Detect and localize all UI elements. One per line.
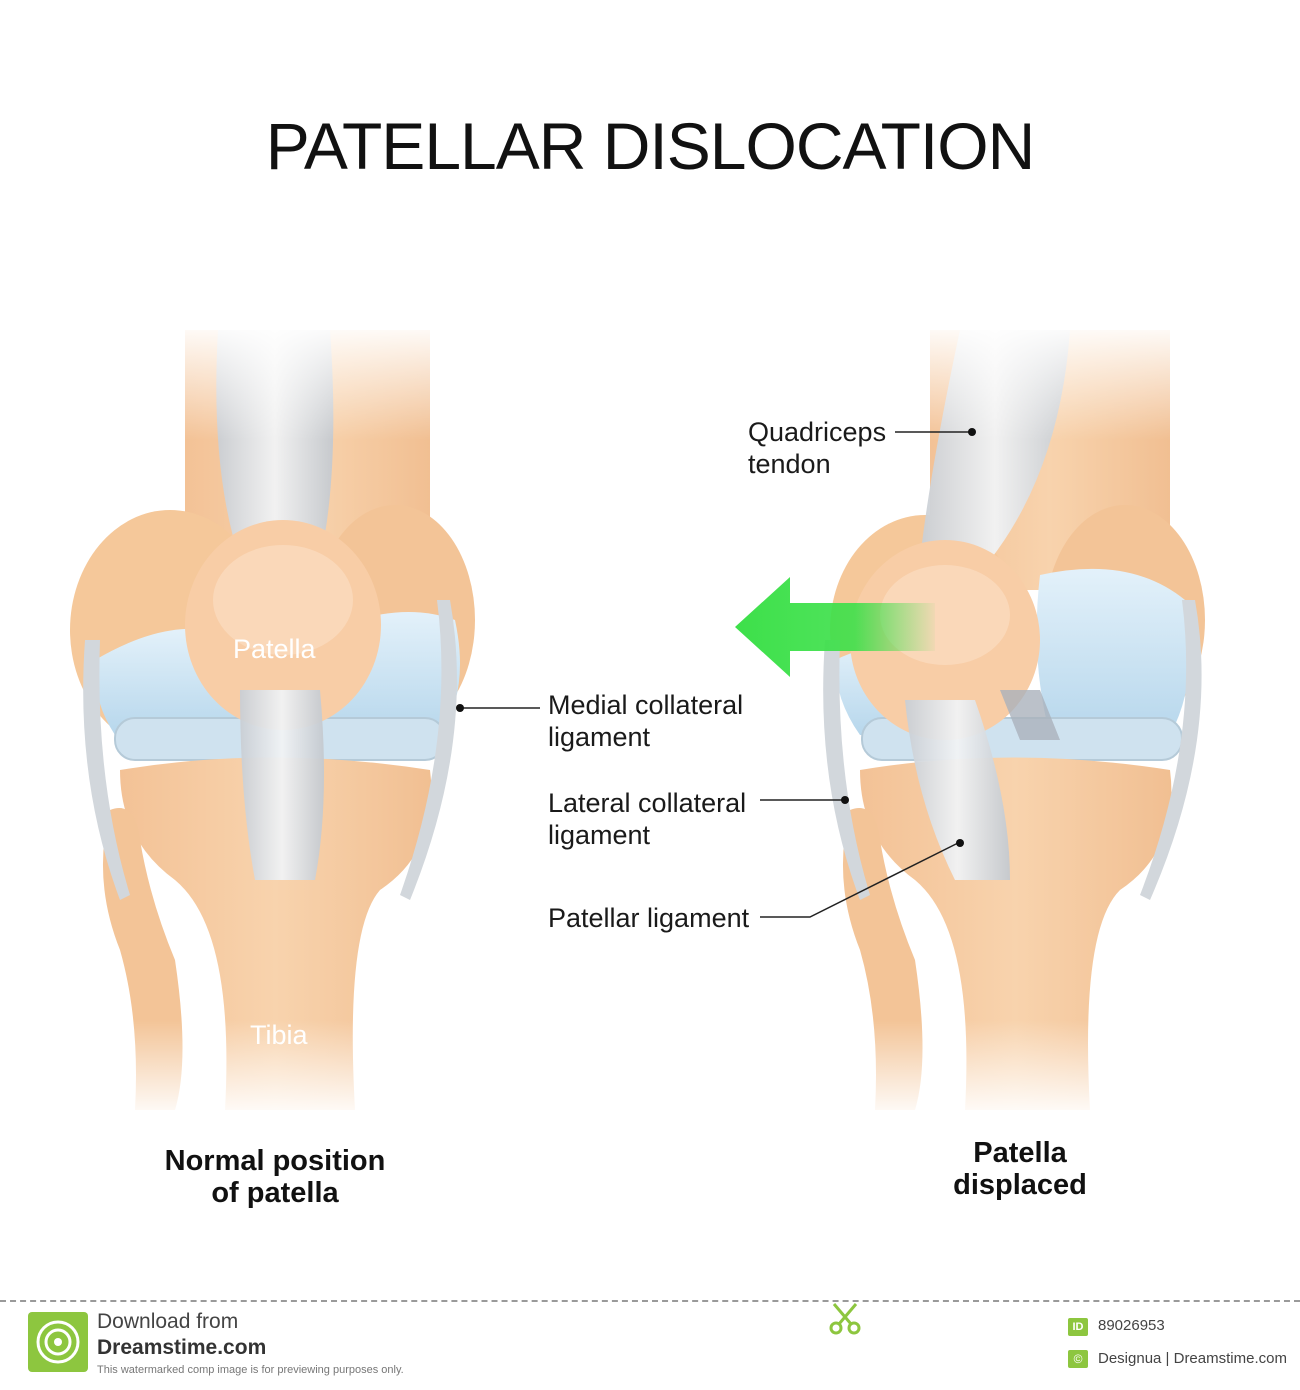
left-lcl bbox=[400, 600, 457, 900]
caption-displaced-line1: Patella bbox=[973, 1137, 1067, 1169]
right-patellar-ligament bbox=[905, 700, 1010, 880]
left-tibia bbox=[120, 757, 432, 1110]
footer-download-text: Download from bbox=[97, 1310, 239, 1333]
caption-displaced-line2: displaced bbox=[953, 1169, 1087, 1201]
footer-divider bbox=[0, 1300, 1300, 1302]
right-knee bbox=[820, 320, 1220, 1120]
callout-quadriceps-line2: tendon bbox=[748, 449, 831, 479]
callout-quadriceps-tendon: Quadriceps tendon bbox=[748, 416, 886, 480]
callout-medial-collateral: Medial collateral ligament bbox=[548, 689, 743, 753]
knee-illustration bbox=[70, 320, 1220, 1120]
scissors-icon bbox=[829, 1303, 861, 1335]
caption-displaced: Patella displaced bbox=[920, 1137, 1120, 1201]
callout-lateral-line1: Lateral collateral bbox=[548, 788, 747, 818]
caption-normal: Normal position of patella bbox=[145, 1145, 405, 1209]
displacement-arrow bbox=[735, 577, 935, 677]
footer-notice: This watermarked comp image is for previ… bbox=[97, 1364, 404, 1376]
spiral-logo-icon bbox=[28, 1312, 88, 1372]
left-patellar-ligament bbox=[240, 690, 324, 880]
id-badge: ID bbox=[1068, 1318, 1088, 1336]
left-knee bbox=[70, 320, 480, 1120]
diagram-title: PATELLAR DISLOCATION bbox=[265, 109, 1036, 183]
caption-normal-line1: Normal position bbox=[164, 1145, 386, 1177]
label-tibia: Tibia bbox=[250, 1020, 308, 1050]
callout-medial-line2: ligament bbox=[548, 722, 651, 752]
left-mcl bbox=[83, 640, 130, 900]
callout-lateral-collateral: Lateral collateral ligament bbox=[548, 787, 746, 851]
callout-lateral-line2: ligament bbox=[548, 820, 651, 850]
copyright-icon: © bbox=[1068, 1350, 1088, 1368]
footer-bar bbox=[0, 1300, 1300, 1390]
patellar-leader bbox=[760, 842, 959, 918]
right-lateral-cartilage bbox=[1036, 568, 1190, 735]
footer-credit[interactable]: Designua | Dreamstime.com bbox=[1098, 1350, 1287, 1367]
right-lcl bbox=[1140, 600, 1202, 900]
callout-medial-line1: Medial collateral bbox=[548, 690, 744, 720]
callout-dots bbox=[456, 428, 976, 847]
label-patella: Patella bbox=[233, 634, 316, 664]
callout-lines bbox=[460, 431, 970, 918]
caption-normal-line2: of patella bbox=[211, 1177, 339, 1209]
image-id-number: 89026953 bbox=[1098, 1317, 1165, 1334]
callout-patellar-ligament: Patellar ligament bbox=[548, 903, 750, 933]
right-mcl bbox=[823, 640, 870, 900]
footer-site-link[interactable]: Dreamstime.com bbox=[97, 1336, 267, 1359]
callout-quadriceps-line1: Quadriceps bbox=[748, 417, 887, 447]
right-tibia bbox=[860, 757, 1172, 1110]
